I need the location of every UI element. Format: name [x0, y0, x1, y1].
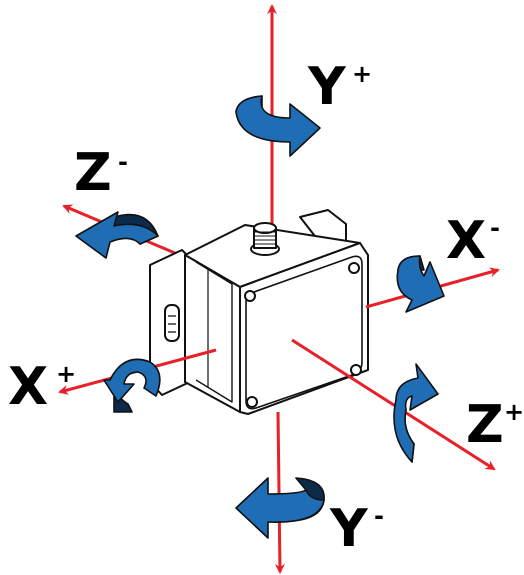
sensor-device	[149, 209, 369, 415]
top-connector	[250, 222, 280, 256]
x-minus-sign: -	[490, 214, 500, 242]
x-plus-letter: X	[8, 357, 48, 417]
x-plus-sign: +	[56, 360, 76, 388]
z-plus-letter: Z	[466, 395, 504, 455]
x-plus-label: X +	[8, 357, 76, 417]
y-minus-label: Y -	[329, 499, 384, 559]
z-plus-axis-line	[291, 338, 496, 471]
z-minus-sign: -	[118, 148, 128, 176]
y-plus-sign: +	[352, 60, 372, 88]
z-plus-rotation-arrow-icon	[393, 363, 439, 463]
screw-top-right	[348, 262, 360, 274]
y-minus-axis-line	[274, 411, 285, 574]
screw-bottom-right	[350, 364, 362, 376]
z-minus-label: Z -	[74, 143, 128, 203]
side-slot	[164, 304, 180, 342]
y-plus-label: Y +	[307, 57, 372, 117]
rotation-arrows	[75, 95, 445, 539]
y-plus-rotation-arrow-icon	[235, 95, 321, 157]
y-plus-letter: Y	[307, 57, 347, 117]
x-minus-label: X -	[446, 211, 500, 271]
x-minus-letter: X	[446, 211, 486, 271]
axis-labels: Y + Z - X - X + Z + Y -	[8, 57, 524, 559]
z-plus-sign: +	[504, 398, 524, 426]
x-plus-rotation-arrow-icon	[103, 358, 161, 413]
x-minus-rotation-arrow-icon	[396, 255, 445, 313]
z-minus-rotation-arrow-icon	[75, 211, 159, 259]
y-minus-letter: Y	[329, 499, 369, 559]
screw-bottom-left	[246, 396, 258, 408]
screw-top-left	[244, 290, 256, 302]
z-minus-letter: Z	[74, 143, 112, 203]
y-minus-rotation-arrow-icon	[235, 477, 325, 539]
z-plus-label: Z +	[466, 395, 524, 455]
y-minus-sign: -	[374, 502, 384, 530]
